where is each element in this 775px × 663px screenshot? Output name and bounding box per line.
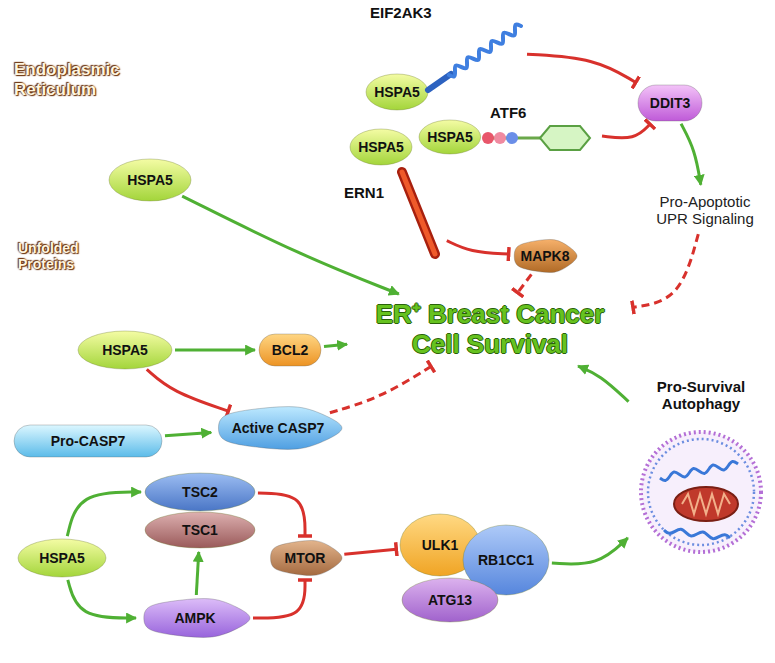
inhibition-line — [633, 234, 698, 307]
inhibition-line — [258, 493, 305, 536]
protein-node: Active CASP7 — [213, 405, 343, 451]
outcome-text: ER⁺ Breast Cancer Cell Survival — [350, 295, 630, 365]
activation-arrow — [324, 344, 347, 346]
activation-arrow — [68, 580, 136, 618]
node-label: Active CASP7 — [232, 420, 325, 436]
activation-arrow — [552, 538, 628, 564]
node-label: ERN1 — [344, 184, 384, 201]
node-label: ATG13 — [428, 592, 472, 608]
inhibition-line — [602, 124, 650, 138]
node-label: DDIT3 — [650, 95, 690, 111]
node-label: ULK1 — [422, 537, 459, 553]
node-label: HSPA5 — [358, 139, 404, 155]
structure-label: Unfolded Proteins — [18, 240, 108, 272]
protein-node: ATG13 — [401, 577, 499, 623]
chaperone-ellipse: HSPA5 — [349, 128, 413, 166]
node-label: TSC2 — [182, 484, 218, 500]
protein-node: TSC2 — [144, 472, 256, 512]
autophagosome: Pro-Survival Autophagy — [630, 378, 772, 560]
activation-arrow — [175, 349, 255, 352]
activation-arrow — [182, 196, 399, 294]
node-label: TSC1 — [182, 522, 218, 538]
node-label: Pro-CASP7 — [51, 433, 126, 449]
protein-node: BCL2 — [258, 333, 322, 367]
inhibition-line — [253, 580, 305, 618]
node-label: ATF6 — [490, 104, 526, 121]
inhibition-line — [330, 366, 431, 412]
chaperone-ellipse: HSPA5 — [77, 330, 173, 370]
inhibition-line — [527, 54, 636, 82]
inhibition-line — [518, 274, 532, 292]
node-label: MAPK8 — [520, 248, 569, 264]
unfolded-protein-strand — [0, 183, 106, 228]
node-label: BCL2 — [272, 342, 309, 358]
receptor-shape — [470, 104, 600, 152]
er-organelle-shape — [0, 0, 520, 312]
receptor: ERN1 — [340, 170, 445, 258]
protein-node: DDIT3 — [637, 84, 703, 122]
receptor: EIF2AK3 — [365, 2, 525, 97]
node-label: EIF2AK3 — [370, 4, 432, 21]
inhibition-line — [447, 241, 509, 254]
node-label: HSPA5 — [127, 172, 173, 188]
inhibition-line — [147, 369, 228, 411]
node-label: MTOR — [285, 550, 326, 566]
node-label: HSPA5 — [374, 84, 420, 100]
node-text: Pro-Apoptotic UPR Signaling — [643, 193, 768, 228]
protein-node: MAPK8 — [511, 238, 578, 274]
chaperone-ellipse: HSPA5 — [108, 158, 192, 202]
node-label: HSPA5 — [427, 129, 473, 145]
node-label: AMPK — [174, 610, 215, 626]
node-text: ER⁺ Breast Cancer Cell Survival — [350, 300, 630, 360]
node-label: Endoplasmic Reticulum — [14, 60, 132, 99]
node-label: HSPA5 — [102, 342, 148, 358]
protein-node: AMPK — [139, 597, 251, 639]
activation-arrow — [578, 366, 628, 402]
node-label: HSPA5 — [39, 550, 85, 566]
chaperone-ellipse: HSPA5 — [17, 538, 107, 578]
inhibition-line — [344, 549, 396, 554]
receptor-shape — [340, 170, 445, 258]
activation-arrow — [196, 552, 198, 595]
node-label: Pro-Survival Autophagy — [630, 378, 772, 413]
protein-node: TSC1 — [144, 511, 256, 549]
chaperone-ellipse: HSPA5 — [365, 73, 429, 111]
receptor: ATF6 — [470, 104, 600, 152]
activation-arrow — [681, 124, 701, 185]
pathway-label: Pro-Apoptotic UPR Signaling — [643, 188, 768, 233]
er-organelle: HSPA5HSPA5HSPA5HSPA5Endoplasmic Reticulu… — [0, 0, 520, 312]
activation-arrow — [165, 433, 211, 436]
activation-arrow — [67, 492, 141, 536]
node-label: RB1CC1 — [478, 552, 534, 568]
protein-node: Pro-CASP7 — [13, 424, 163, 458]
protein-node: MTOR — [267, 539, 343, 577]
chaperone-ellipse: HSPA5 — [418, 119, 482, 155]
